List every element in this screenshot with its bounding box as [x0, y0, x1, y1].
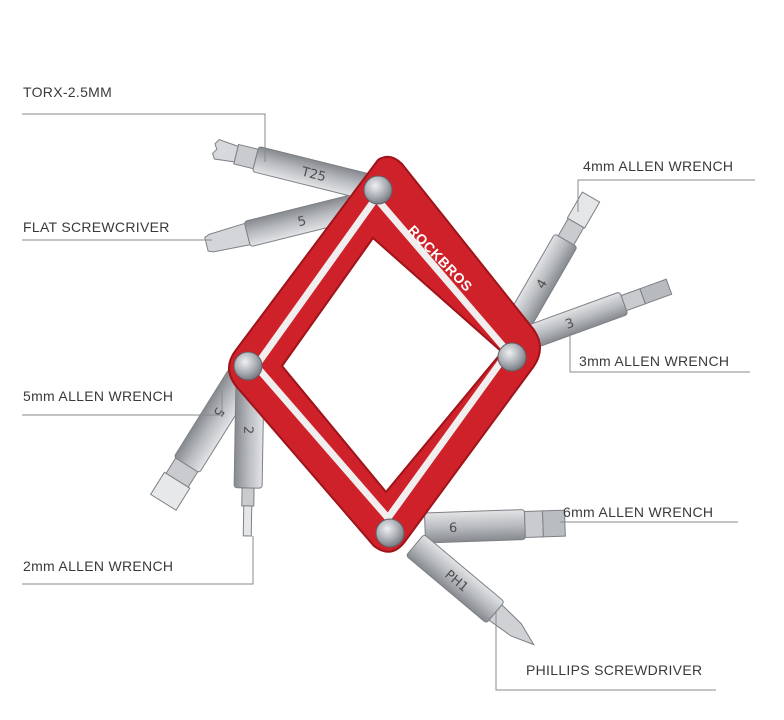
label-5mm-allen-wrench: 5mm ALLEN WRENCH	[23, 388, 174, 404]
bolt-left	[233, 351, 263, 381]
hex-6mm-bit: 6	[424, 509, 566, 544]
label-4mm-allen-wrench: 4mm ALLEN WRENCH	[583, 158, 734, 174]
label-2mm-allen-wrench: 2mm ALLEN WRENCH	[23, 558, 174, 574]
bolt-bottom	[375, 518, 405, 548]
flat-marking: 5	[296, 214, 308, 231]
flat-screwdriver-bit: 5	[204, 195, 356, 253]
leader-lines	[22, 113, 755, 691]
torx-bit: T25	[212, 139, 376, 201]
label-flat-screwdriver: FLAT SCREWCRIVER	[23, 219, 170, 235]
label-torx-2-5mm: TORX-2.5MM	[23, 84, 113, 100]
label-6mm-allen-wrench: 6mm ALLEN WRENCH	[563, 504, 714, 520]
bolt-right	[497, 342, 527, 372]
hex2-marking: 2	[240, 426, 255, 435]
label-phillips-screwdriver: PHILLIPS SCREWDRIVER	[526, 662, 703, 678]
hex6-marking: 6	[449, 521, 458, 536]
hex-4mm-bit: 4	[509, 191, 601, 326]
hex-3mm-bit: 3	[524, 278, 673, 349]
torx-marking: T25	[299, 165, 327, 186]
label-3mm-allen-wrench: 3mm ALLEN WRENCH	[579, 353, 730, 369]
bolt-top	[363, 175, 393, 205]
phillips-bit: PH1	[406, 535, 535, 646]
